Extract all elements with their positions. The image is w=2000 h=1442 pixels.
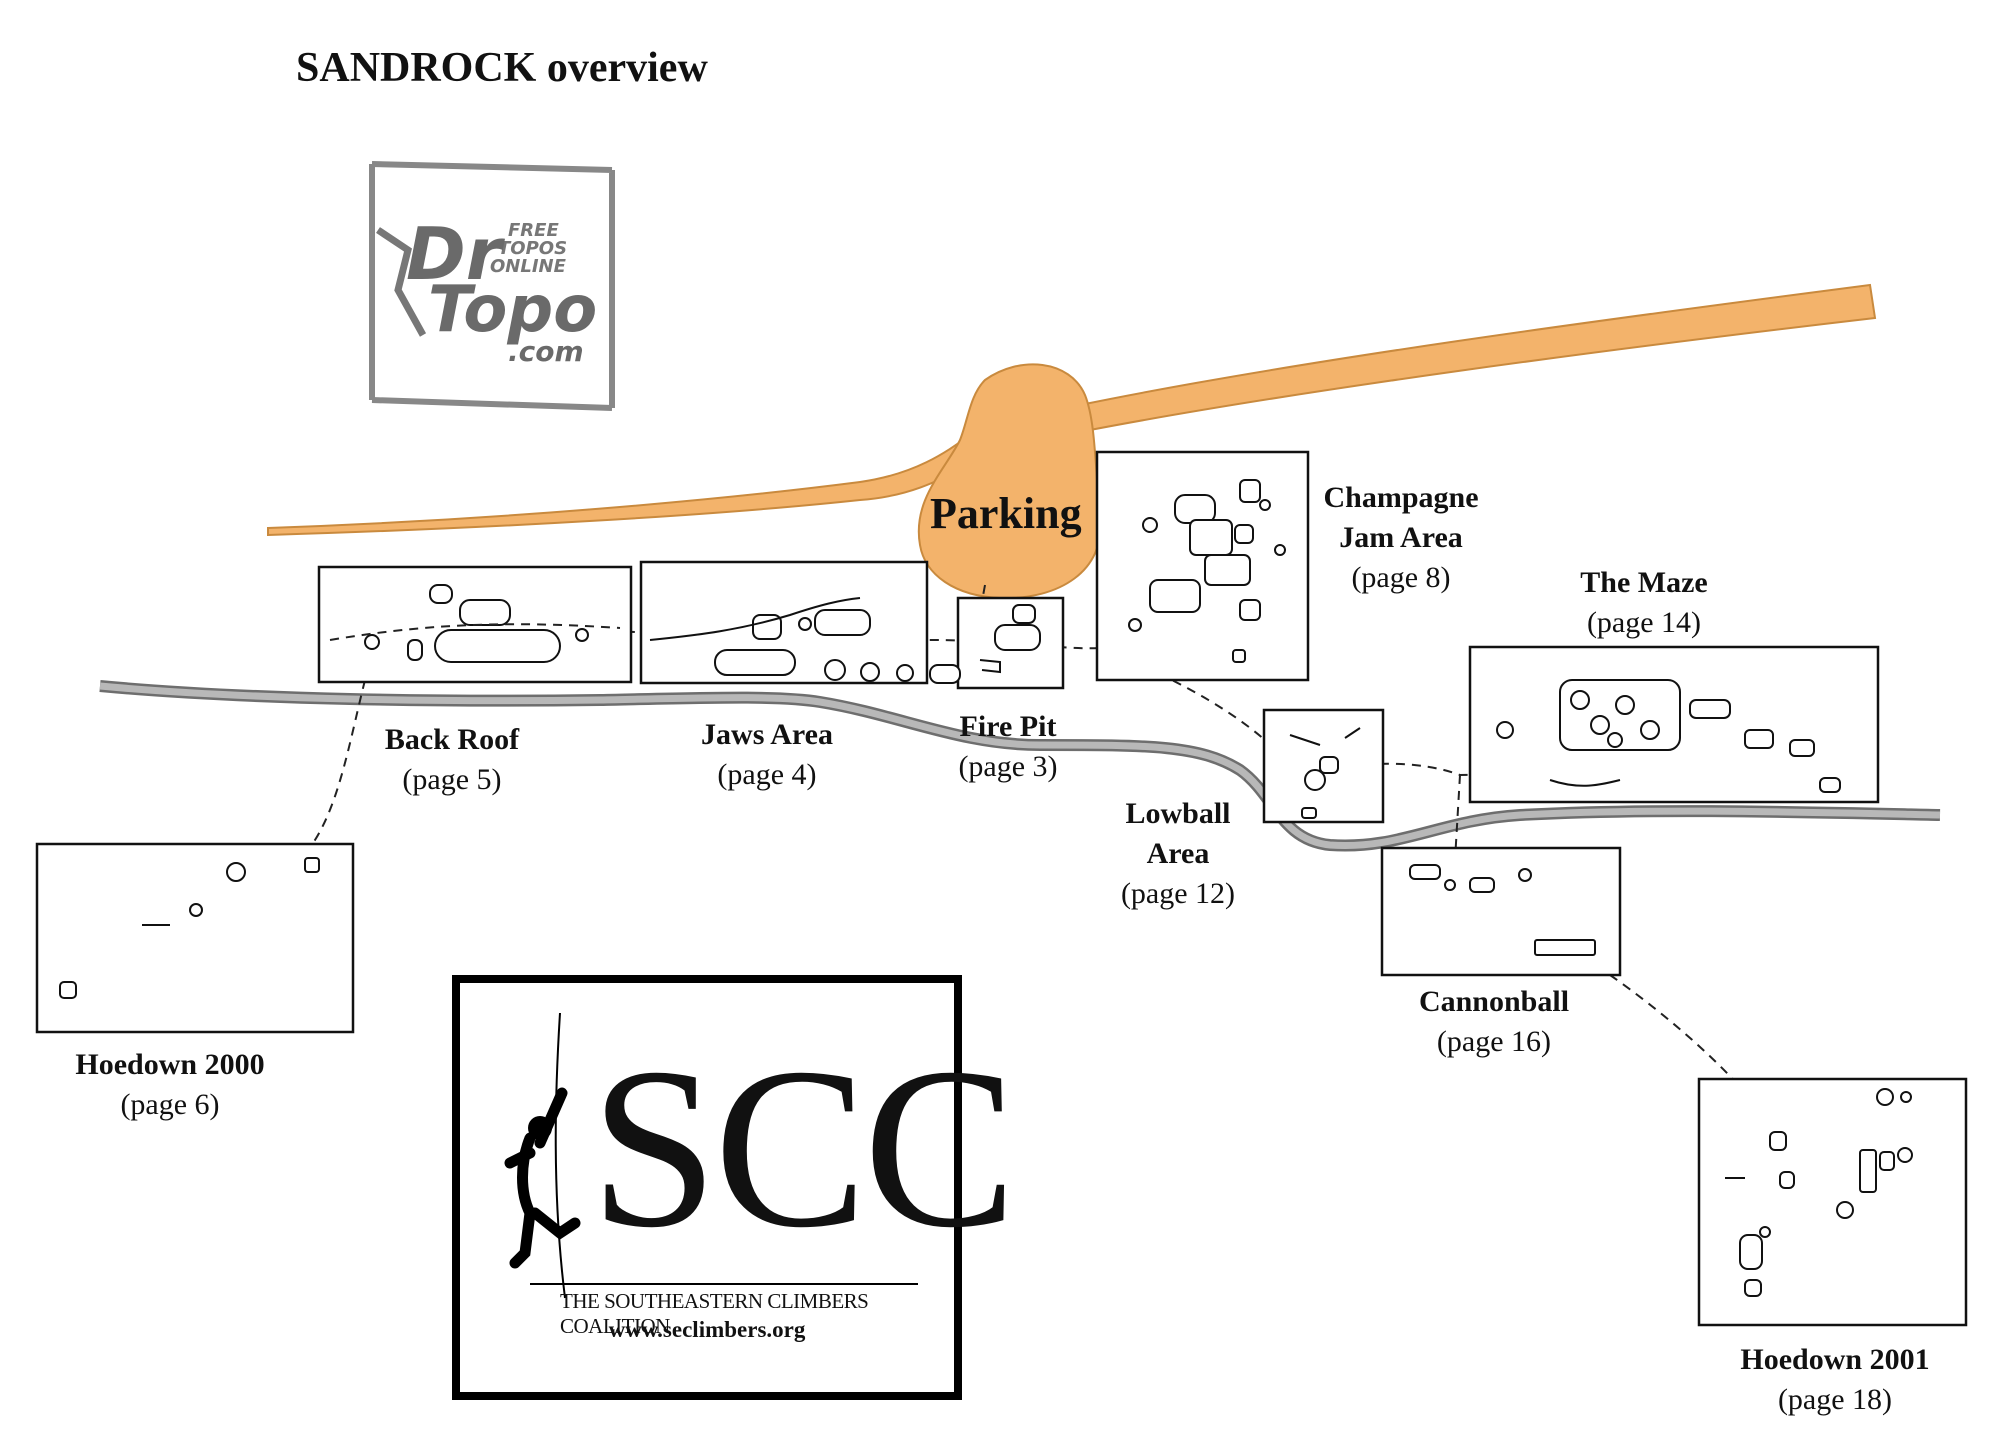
area-name-line2: Jam Area bbox=[1339, 521, 1463, 554]
label-cannonball[interactable]: Cannonball (page 16) bbox=[1419, 982, 1569, 1062]
boulders-lowball bbox=[1289, 727, 1361, 819]
boulders-hoedown-2001 bbox=[1725, 1088, 1913, 1297]
footpath bbox=[74, 679, 366, 966]
area-name: Back Roof bbox=[384, 723, 520, 756]
scc-org-name: THE SOUTHEASTERN CLIMBERS COALITION bbox=[560, 1289, 869, 1338]
area-page: (page 5) bbox=[402, 763, 502, 796]
map-title: SANDROCK overview bbox=[296, 45, 708, 91]
drtopo-frame-icon bbox=[369, 161, 615, 411]
drtopo-dr: Dr bbox=[406, 212, 502, 296]
area-page: (page 18) bbox=[1777, 1383, 1893, 1416]
drtopo-com: .com bbox=[508, 335, 584, 368]
area-page: (page 4) bbox=[717, 758, 817, 791]
label-jaws-area[interactable]: Jaws Area (page 4) bbox=[701, 715, 833, 795]
area-name: Cannonball bbox=[1418, 985, 1570, 1018]
parking-label: Parking bbox=[930, 489, 1082, 538]
area-name: Hoedown 2000 bbox=[75, 1048, 265, 1081]
champagne-jam-box[interactable] bbox=[1095, 450, 1310, 682]
boulders-hoedown-2000 bbox=[59, 857, 320, 999]
boulders-maze bbox=[1496, 679, 1841, 793]
hoedown-2000-box[interactable] bbox=[35, 842, 355, 1034]
boulders-jaws bbox=[649, 597, 961, 684]
boulders-champagne bbox=[1128, 479, 1286, 663]
area-name: Hoedown 2001 bbox=[1740, 1343, 1930, 1376]
label-hoedown-2000[interactable]: Hoedown 2000 (page 6) bbox=[75, 1045, 264, 1125]
area-name: Fire Pit bbox=[959, 710, 1057, 743]
area-name: Lowball bbox=[1125, 797, 1231, 830]
hoedown-2001-box[interactable] bbox=[1697, 1077, 1968, 1327]
label-back-roof[interactable]: Back Roof (page 5) bbox=[385, 720, 519, 800]
parking-lot bbox=[917, 363, 1102, 600]
area-page: (page 3) bbox=[958, 750, 1058, 783]
area-name: The Maze bbox=[1580, 566, 1708, 599]
drtopo-topo: Topo bbox=[428, 273, 598, 347]
boulders-fire-pit bbox=[979, 604, 1041, 674]
area-name-line2: Area bbox=[1146, 837, 1210, 870]
area-page: (page 6) bbox=[120, 1088, 220, 1121]
area-name: Champagne bbox=[1323, 481, 1479, 514]
label-the-maze[interactable]: The Maze (page 14) bbox=[1580, 563, 1707, 643]
boulders-back-roof bbox=[329, 584, 621, 663]
scc-letters: SCC bbox=[590, 1020, 1017, 1275]
area-page: (page 16) bbox=[1436, 1025, 1552, 1058]
drtopo-topos: TOPOS bbox=[498, 238, 568, 259]
area-name: Jaws Area bbox=[701, 718, 833, 751]
label-fire-pit[interactable]: Fire Pit (page 3) bbox=[958, 707, 1057, 787]
boulders-cannonball bbox=[1409, 864, 1596, 956]
drtopo-logo: FREE TOPOS ONLINE Dr Topo .com bbox=[368, 160, 618, 415]
label-lowball-area[interactable]: Lowball Area (page 12) bbox=[1121, 794, 1235, 914]
label-hoedown-2001[interactable]: Hoedown 2001 (page 18) bbox=[1740, 1340, 1929, 1420]
climber-icon bbox=[504, 1013, 581, 1299]
area-page: (page 14) bbox=[1586, 606, 1702, 639]
scc-url: www.seclimbers.org bbox=[608, 1317, 806, 1342]
area-page: (page 12) bbox=[1120, 877, 1236, 910]
scc-divider bbox=[530, 1283, 918, 1285]
area-page: (page 8) bbox=[1351, 561, 1451, 594]
label-champagne-jam[interactable]: Champagne Jam Area (page 8) bbox=[1323, 478, 1478, 598]
drtopo-online: ONLINE bbox=[490, 256, 566, 277]
scc-logo: SCC THE SOUTHEASTERN CLIMBERS COALITION … bbox=[452, 975, 1017, 1400]
drtopo-free: FREE bbox=[508, 220, 559, 241]
